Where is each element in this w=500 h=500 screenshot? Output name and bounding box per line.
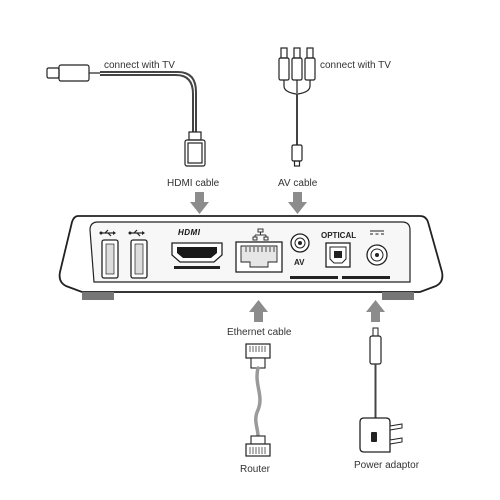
av-arrow-icon	[288, 192, 307, 214]
bottom-slot-right	[342, 276, 390, 279]
av-jack-plug	[291, 144, 303, 167]
hdmi-tv-plug	[46, 64, 100, 82]
ethernet-cable-label: Ethernet cable	[227, 327, 292, 338]
rj45-plug-top	[245, 343, 271, 369]
rca-plugs	[278, 47, 316, 81]
dc-power-icon	[370, 230, 384, 235]
hdmi-cable-label: HDMI cable	[167, 178, 220, 189]
ethernet-cable-line	[254, 366, 262, 438]
ethernet-cable-illustration	[245, 343, 271, 457]
ethernet-port	[235, 228, 283, 273]
usb-icon	[99, 229, 116, 237]
optical-port-label: OPTICAL	[321, 231, 356, 240]
hdmi-cable-line	[100, 71, 197, 132]
left-foot	[82, 292, 114, 300]
power-adaptor-label: Power adaptor	[354, 460, 420, 471]
hdmi-port: HDMI	[171, 228, 223, 269]
hdmi-arrow-icon	[190, 192, 209, 214]
av-port: AV	[290, 233, 310, 267]
power-adaptor-illustration	[359, 327, 403, 453]
usb-port-2	[128, 229, 148, 279]
power-prongs	[389, 423, 403, 445]
router-label: Router	[240, 464, 271, 475]
network-icon	[252, 228, 269, 241]
hdmi-port-label: HDMI	[178, 228, 201, 237]
power-arrow-icon	[366, 300, 385, 322]
bottom-slot-left	[290, 276, 338, 279]
av-cable-illustration	[278, 47, 316, 167]
hdmi-connect-tv-label: connect with TV	[104, 60, 175, 71]
right-foot	[382, 292, 414, 300]
av-cable-label: AV cable	[278, 178, 318, 189]
hdmi-box-plug	[184, 131, 206, 167]
av-connect-tv-label: connect with TV	[320, 60, 391, 71]
hdmi-cable-illustration	[46, 64, 206, 167]
rj45-plug-bottom	[245, 435, 271, 457]
usb-icon	[128, 229, 145, 237]
dc-power-port	[366, 230, 388, 266]
ethernet-arrow-icon	[249, 300, 268, 322]
optical-port: OPTICAL	[321, 231, 356, 268]
usb-port-1	[99, 229, 119, 279]
av-port-label: AV	[294, 258, 305, 267]
